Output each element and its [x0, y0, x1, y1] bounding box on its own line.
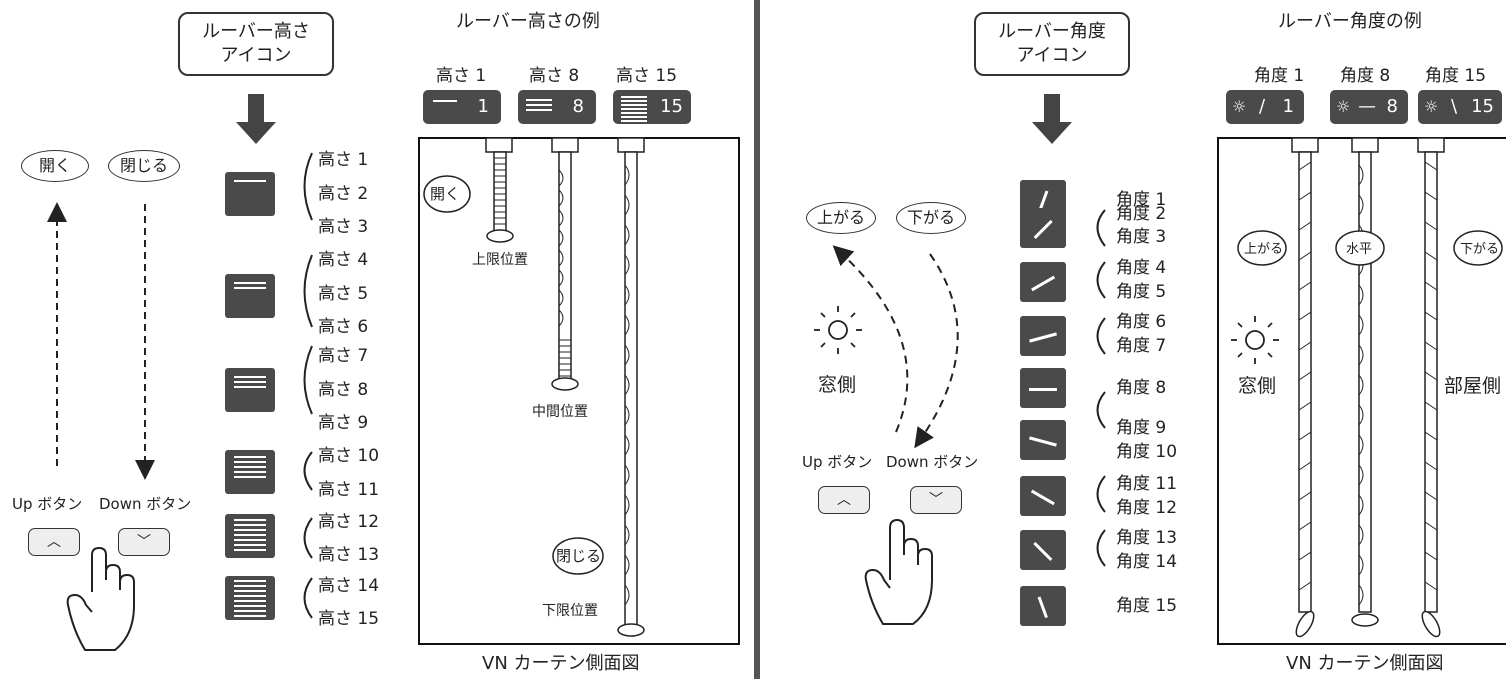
- up-label: 上がる: [806, 202, 876, 234]
- angle-badge-8: ☼ — 8: [1330, 90, 1408, 124]
- down-arrow-icon: [236, 94, 276, 144]
- angle-example-label-8: 角度 8: [1340, 66, 1391, 86]
- open-label: 開く: [21, 150, 89, 182]
- height-label: 高さ 11: [318, 480, 380, 500]
- down-button-label: Down ボタン: [99, 495, 192, 513]
- down-button[interactable]: ﹀: [910, 486, 962, 514]
- angle-label: 角度 1: [1116, 190, 1167, 210]
- height-label: 高さ 7: [318, 346, 369, 366]
- height-badge-15: 15: [613, 90, 691, 124]
- angle-label: 角度 11: [1116, 474, 1178, 494]
- height-icon-callout: ルーバー高さ アイコン: [178, 12, 334, 76]
- angle-icon-13-14: [1020, 530, 1066, 570]
- height-icon-7-9: [225, 368, 275, 412]
- bubble-down: 下がる: [1460, 242, 1500, 257]
- height-example-label-8: 高さ 8: [529, 66, 580, 86]
- height-label: 高さ 6: [318, 317, 369, 337]
- close-label: 閉じる: [108, 150, 180, 182]
- height-icon-14-15: [225, 576, 275, 620]
- angle-label: 角度 3: [1116, 227, 1167, 247]
- angle-icon-4-5: [1020, 262, 1066, 302]
- left-caption: VN カーテン側面図: [482, 653, 640, 674]
- bubble-open: 開く: [430, 185, 461, 203]
- chevron-up-icon: ︿: [837, 492, 851, 508]
- angle-icon-6-7: [1020, 316, 1066, 356]
- mid-position-label: 中間位置: [532, 404, 588, 420]
- down-button-label: Down ボタン: [886, 453, 979, 471]
- down-button[interactable]: ﹀: [118, 528, 170, 556]
- room-side-label: 部屋側: [1444, 375, 1502, 397]
- angle-icon-11-12: [1020, 476, 1066, 516]
- chevron-down-icon: ﹀: [929, 492, 943, 508]
- angle-diagram: [814, 137, 1506, 645]
- height-label: 高さ 2: [318, 184, 369, 204]
- height-icon-10-11: [225, 450, 275, 494]
- angle-label: 角度 14: [1116, 552, 1178, 572]
- up-button[interactable]: ︿: [28, 528, 80, 556]
- bubble-up: 上がる: [1244, 242, 1284, 257]
- up-button-label: Up ボタン: [12, 495, 83, 513]
- angle-label: 角度 2: [1116, 204, 1167, 224]
- height-label: 高さ 10: [318, 446, 380, 466]
- up-button-label: Up ボタン: [802, 453, 873, 471]
- right-caption: VN カーテン側面図: [1286, 653, 1444, 674]
- height-label: 高さ 13: [318, 545, 380, 565]
- height-label: 高さ 15: [318, 609, 380, 629]
- chevron-up-icon: ︿: [47, 534, 61, 550]
- sun-icon: ☼: [1424, 97, 1439, 116]
- angle-label: 角度 10: [1116, 442, 1178, 462]
- angle-badge-15: ☼ \ 15: [1418, 90, 1502, 124]
- height-badge-1: 1: [423, 90, 501, 124]
- down-arrow-icon: [1032, 94, 1072, 144]
- height-label: 高さ 5: [318, 284, 369, 304]
- angle-icon-callout: ルーバー角度 アイコン: [974, 12, 1130, 76]
- up-button[interactable]: ︿: [818, 486, 870, 514]
- sun-icon: ☼: [1232, 97, 1247, 116]
- sun-icon: [814, 306, 862, 354]
- angle-example-title: ルーバー角度の例: [1278, 11, 1422, 32]
- panel-divider: [754, 0, 760, 679]
- height-label: 高さ 9: [318, 413, 369, 433]
- angle-label: 角度 15: [1116, 596, 1178, 616]
- angle-icon-15: [1020, 586, 1066, 626]
- height-label: 高さ 14: [318, 576, 380, 596]
- window-side-label: 窓側: [818, 374, 857, 396]
- angle-example-label-15: 角度 15: [1425, 66, 1487, 86]
- angle-icon-9-10: [1020, 420, 1066, 460]
- height-label: 高さ 4: [318, 250, 369, 270]
- angle-example-label-1: 角度 1: [1254, 66, 1305, 86]
- angle-label: 角度 4: [1116, 258, 1167, 278]
- height-label: 高さ 8: [318, 380, 369, 400]
- bubble-level: 水平: [1346, 242, 1373, 257]
- height-example-title: ルーバー高さの例: [456, 11, 600, 32]
- height-label: 高さ 3: [318, 217, 369, 237]
- height-badge-8: 8: [518, 90, 596, 124]
- angle-label: 角度 13: [1116, 528, 1178, 548]
- angle-label: 角度 6: [1116, 312, 1167, 332]
- window-side-box-label: 窓側: [1238, 375, 1277, 397]
- hand-pointer-icon: [66, 546, 135, 651]
- down-label: 下がる: [896, 202, 966, 234]
- height-example-label-1: 高さ 1: [436, 66, 487, 86]
- top-position-label: 上限位置: [472, 252, 528, 268]
- chevron-down-icon: ﹀: [137, 534, 151, 550]
- angle-icon-8: [1020, 368, 1066, 408]
- bottom-position-label: 下限位置: [542, 603, 598, 619]
- angle-label: 角度 9: [1116, 418, 1167, 438]
- sun-icon: ☼: [1336, 97, 1351, 116]
- height-icon-1-3: [225, 172, 275, 216]
- height-icon-12-13: [225, 514, 275, 558]
- height-icon-4-6: [225, 274, 275, 318]
- angle-icon-2-3: [1020, 208, 1066, 248]
- angle-label: 角度 5: [1116, 282, 1167, 302]
- angle-label: 角度 8: [1116, 378, 1167, 398]
- bubble-close: 閉じる: [556, 547, 602, 565]
- angle-label: 角度 7: [1116, 336, 1167, 356]
- angle-badge-1: ☼ / 1: [1226, 90, 1304, 124]
- height-label: 高さ 12: [318, 512, 380, 532]
- height-example-label-15: 高さ 15: [616, 66, 678, 86]
- angle-label: 角度 12: [1116, 498, 1178, 518]
- height-label: 高さ 1: [318, 150, 369, 170]
- open-close-arrows: [47, 137, 740, 651]
